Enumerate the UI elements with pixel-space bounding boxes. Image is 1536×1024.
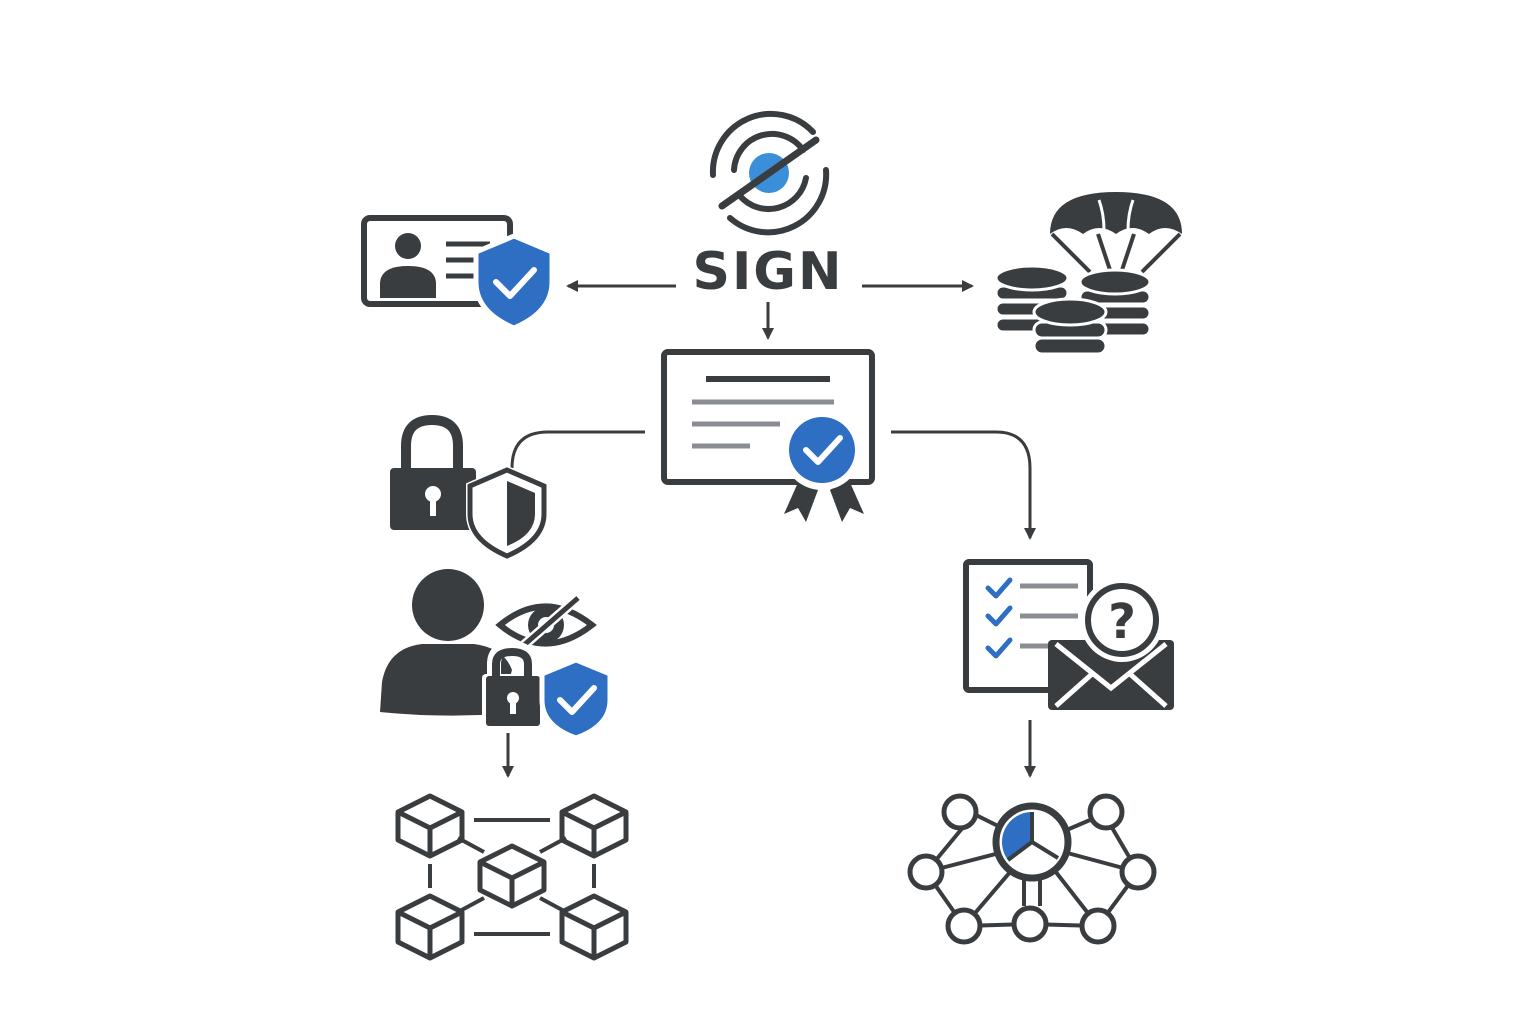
network-node	[945, 907, 983, 945]
sign-logo-text: SIGN	[693, 242, 844, 302]
coin-stack-front	[1032, 297, 1108, 356]
parachute-icon	[1050, 192, 1182, 234]
network-node	[1119, 853, 1157, 891]
connectors	[502, 280, 1036, 778]
sign-logo-target-icon	[709, 110, 830, 236]
network-node	[1011, 905, 1049, 943]
edge-certificate-survey	[891, 430, 1036, 540]
network-node	[1079, 907, 1117, 945]
network-hub-pie-icon	[992, 802, 1072, 882]
airdrop-coins-icon	[994, 192, 1182, 356]
lock-shield-icon	[390, 414, 548, 561]
id-card-shield-icon	[361, 215, 555, 331]
coin-stack-left	[994, 264, 1070, 334]
verified-certificate-icon	[661, 349, 875, 522]
block-top-left	[395, 793, 465, 859]
block-center	[477, 843, 547, 909]
hidden-eye-icon	[495, 594, 597, 656]
edge-certificate-security	[510, 430, 645, 469]
block-bottom-right	[559, 893, 629, 961]
network-node	[1087, 793, 1125, 831]
network-node	[907, 853, 945, 891]
block-bottom-left	[395, 893, 465, 961]
block-top-right	[559, 793, 629, 859]
checklist-envelope-icon: ?	[963, 559, 1174, 710]
node-network-icon	[907, 793, 1157, 945]
network-node	[941, 793, 979, 831]
question-mark-icon: ?	[1108, 594, 1136, 650]
blockchain-blocks-icon	[395, 793, 629, 961]
sign-logo: SIGN	[693, 110, 844, 302]
private-user-icon	[380, 569, 613, 741]
